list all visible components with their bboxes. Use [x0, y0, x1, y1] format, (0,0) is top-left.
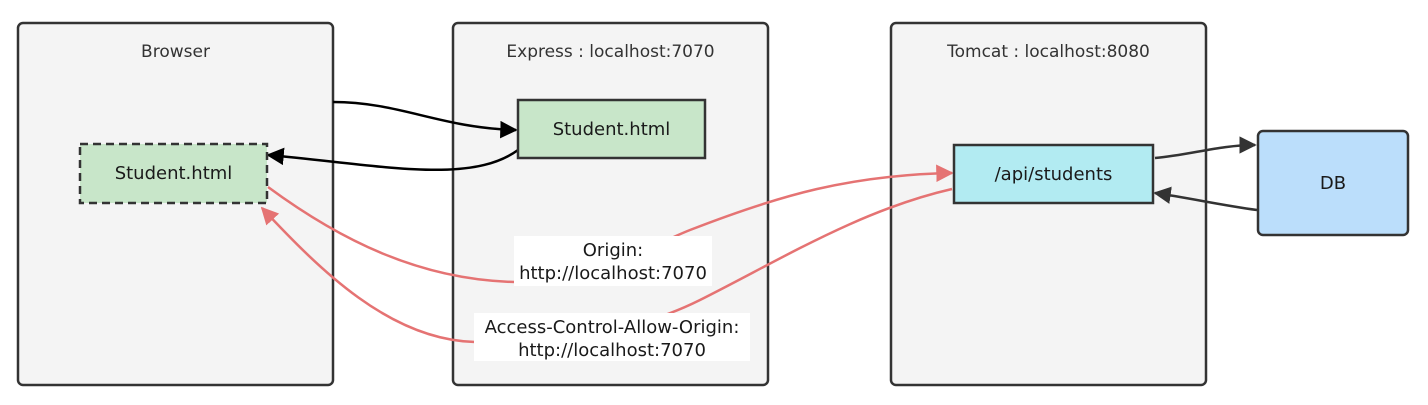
- node-express-student-html-box[interactable]: [516, 98, 707, 160]
- node-browser-student-html[interactable]: Student.html: [78, 142, 269, 205]
- node-db-label: DB: [1320, 173, 1346, 194]
- node-db[interactable]: DB: [1256, 129, 1410, 237]
- node-api-students[interactable]: /api/students: [952, 143, 1155, 205]
- node-db-box[interactable]: [1256, 129, 1410, 237]
- node-express-student-html[interactable]: Student.html: [516, 98, 707, 160]
- edge-express-to-browser: [266, 147, 519, 172]
- edge-label-origin: Origin: http://localhost:7070: [514, 236, 712, 286]
- edge-label-origin-line1: Origin:: [583, 240, 643, 261]
- edge-label-acao-bg: [474, 313, 750, 361]
- node-api-students-label: /api/students: [995, 164, 1113, 185]
- node-browser-student-html-label: Student.html: [115, 163, 233, 184]
- edge-label-acao-line2: http://localhost:7070: [518, 340, 706, 361]
- edge-label-acao: Access-Control-Allow-Origin: http://loca…: [474, 313, 750, 361]
- group-browser-title: Browser: [141, 42, 210, 62]
- node-browser-student-html-box[interactable]: [78, 142, 269, 205]
- edge-label-origin-bg: [514, 236, 712, 286]
- group-browser: Browser: [16, 21, 335, 387]
- group-browser-box: [16, 21, 335, 387]
- edge-label-origin-line2: http://localhost:7070: [519, 263, 707, 284]
- edge-api-to-db: [1154, 136, 1257, 160]
- group-express-title: Express : localhost:7070: [506, 42, 714, 62]
- edge-db-to-api: [1153, 186, 1258, 212]
- node-express-student-html-label: Student.html: [553, 119, 671, 140]
- edge-browser-to-express: [332, 100, 518, 139]
- edge-label-acao-line1: Access-Control-Allow-Origin:: [485, 317, 740, 338]
- node-api-students-box[interactable]: [952, 143, 1155, 205]
- group-tomcat-title: Tomcat : localhost:8080: [946, 42, 1150, 62]
